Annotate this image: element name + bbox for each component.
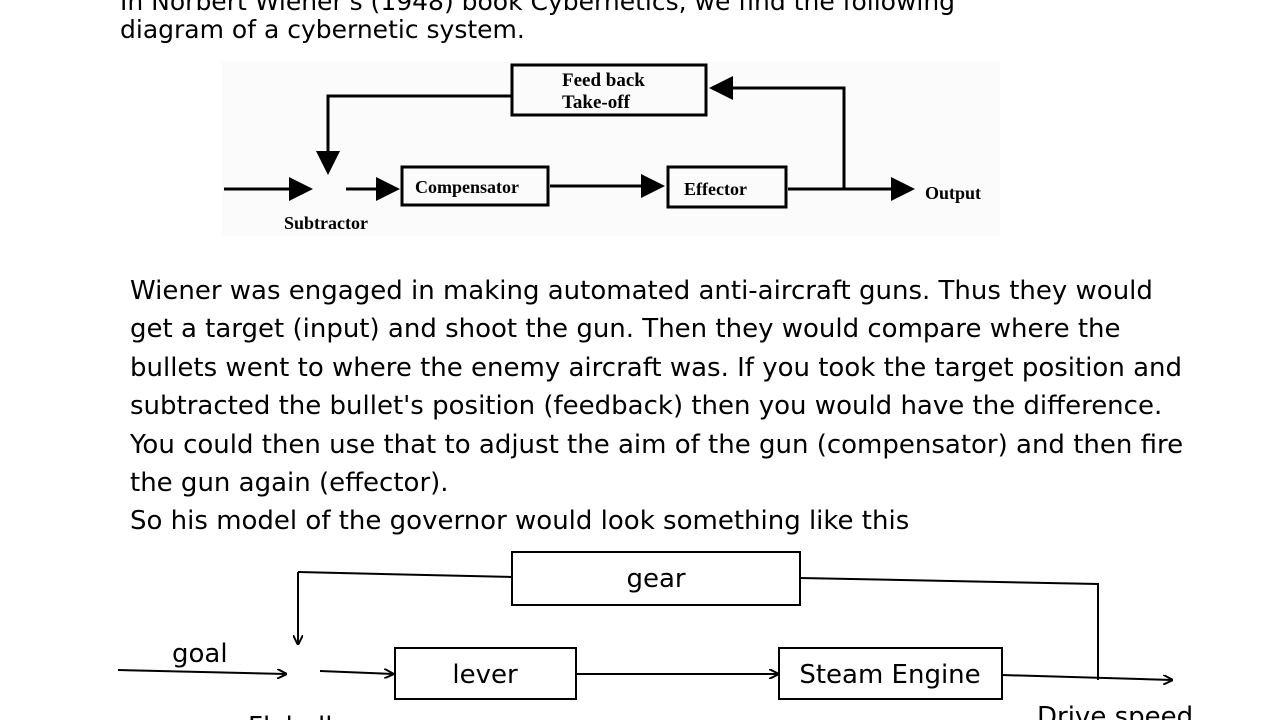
effector-label: Effector: [684, 179, 747, 199]
explanation-paragraph: Wiener was engaged in making automated a…: [130, 272, 1183, 541]
output-label: Output: [925, 183, 981, 203]
gear-box: [511, 551, 801, 606]
compensator-box: [400, 165, 550, 207]
lever-box: [394, 647, 577, 700]
compensator-label: Compensator: [415, 177, 519, 197]
feedback-box: [510, 63, 708, 117]
feedback-loop-line: [799, 577, 1099, 680]
gear-to-flyball-top-line: [297, 571, 513, 578]
paragraph-line: subtracted the bullet's position (feedba…: [130, 391, 1163, 422]
steam-engine-box: [778, 647, 1003, 700]
feedback-label-line2: Take-off: [562, 92, 631, 113]
paragraph-line: the gun again (effector).: [130, 468, 449, 499]
intro-line-2: diagram of a cybernetic system.: [120, 15, 525, 44]
paragraph-line: get a target (input) and shoot the gun. …: [130, 314, 1121, 345]
drive-speed-arrow: [1001, 674, 1172, 680]
cybernetic-system-diagram: Feed back Take-off Compensator Effector …: [222, 62, 1000, 236]
feedback-to-subtractor-line: [316, 94, 512, 175]
drive-speed-label: Drive speed: [1037, 702, 1193, 720]
flyball-label: Flyball: [248, 712, 332, 720]
paragraph-line: bullets went to where the enemy aircraft…: [130, 352, 1182, 383]
feedback-label-line1: Feed back: [562, 70, 645, 91]
flyball-to-lever-arrow: [319, 671, 393, 674]
goal-label: goal: [172, 639, 228, 669]
intro-line-1: In Norbert Wiener's (1948) book Cybernet…: [120, 0, 956, 16]
paragraph-line: You could then use that to adjust the ai…: [130, 429, 1184, 460]
governor-diagram: gear goal lever Steam Engine Flyball Dri…: [0, 540, 1280, 724]
goal-arrow: [117, 670, 286, 674]
lever-label: lever: [452, 660, 518, 690]
paragraph-line: Wiener was engaged in making automated a…: [130, 276, 1153, 306]
steam-engine-label: Steam Engine: [799, 660, 980, 690]
effector-box: [666, 165, 788, 209]
feedback-return-line: [709, 76, 846, 189]
paragraph-line: So his model of the governor would look …: [130, 506, 910, 537]
gear-label: gear: [626, 564, 685, 594]
subtractor-label: Subtractor: [284, 213, 368, 233]
